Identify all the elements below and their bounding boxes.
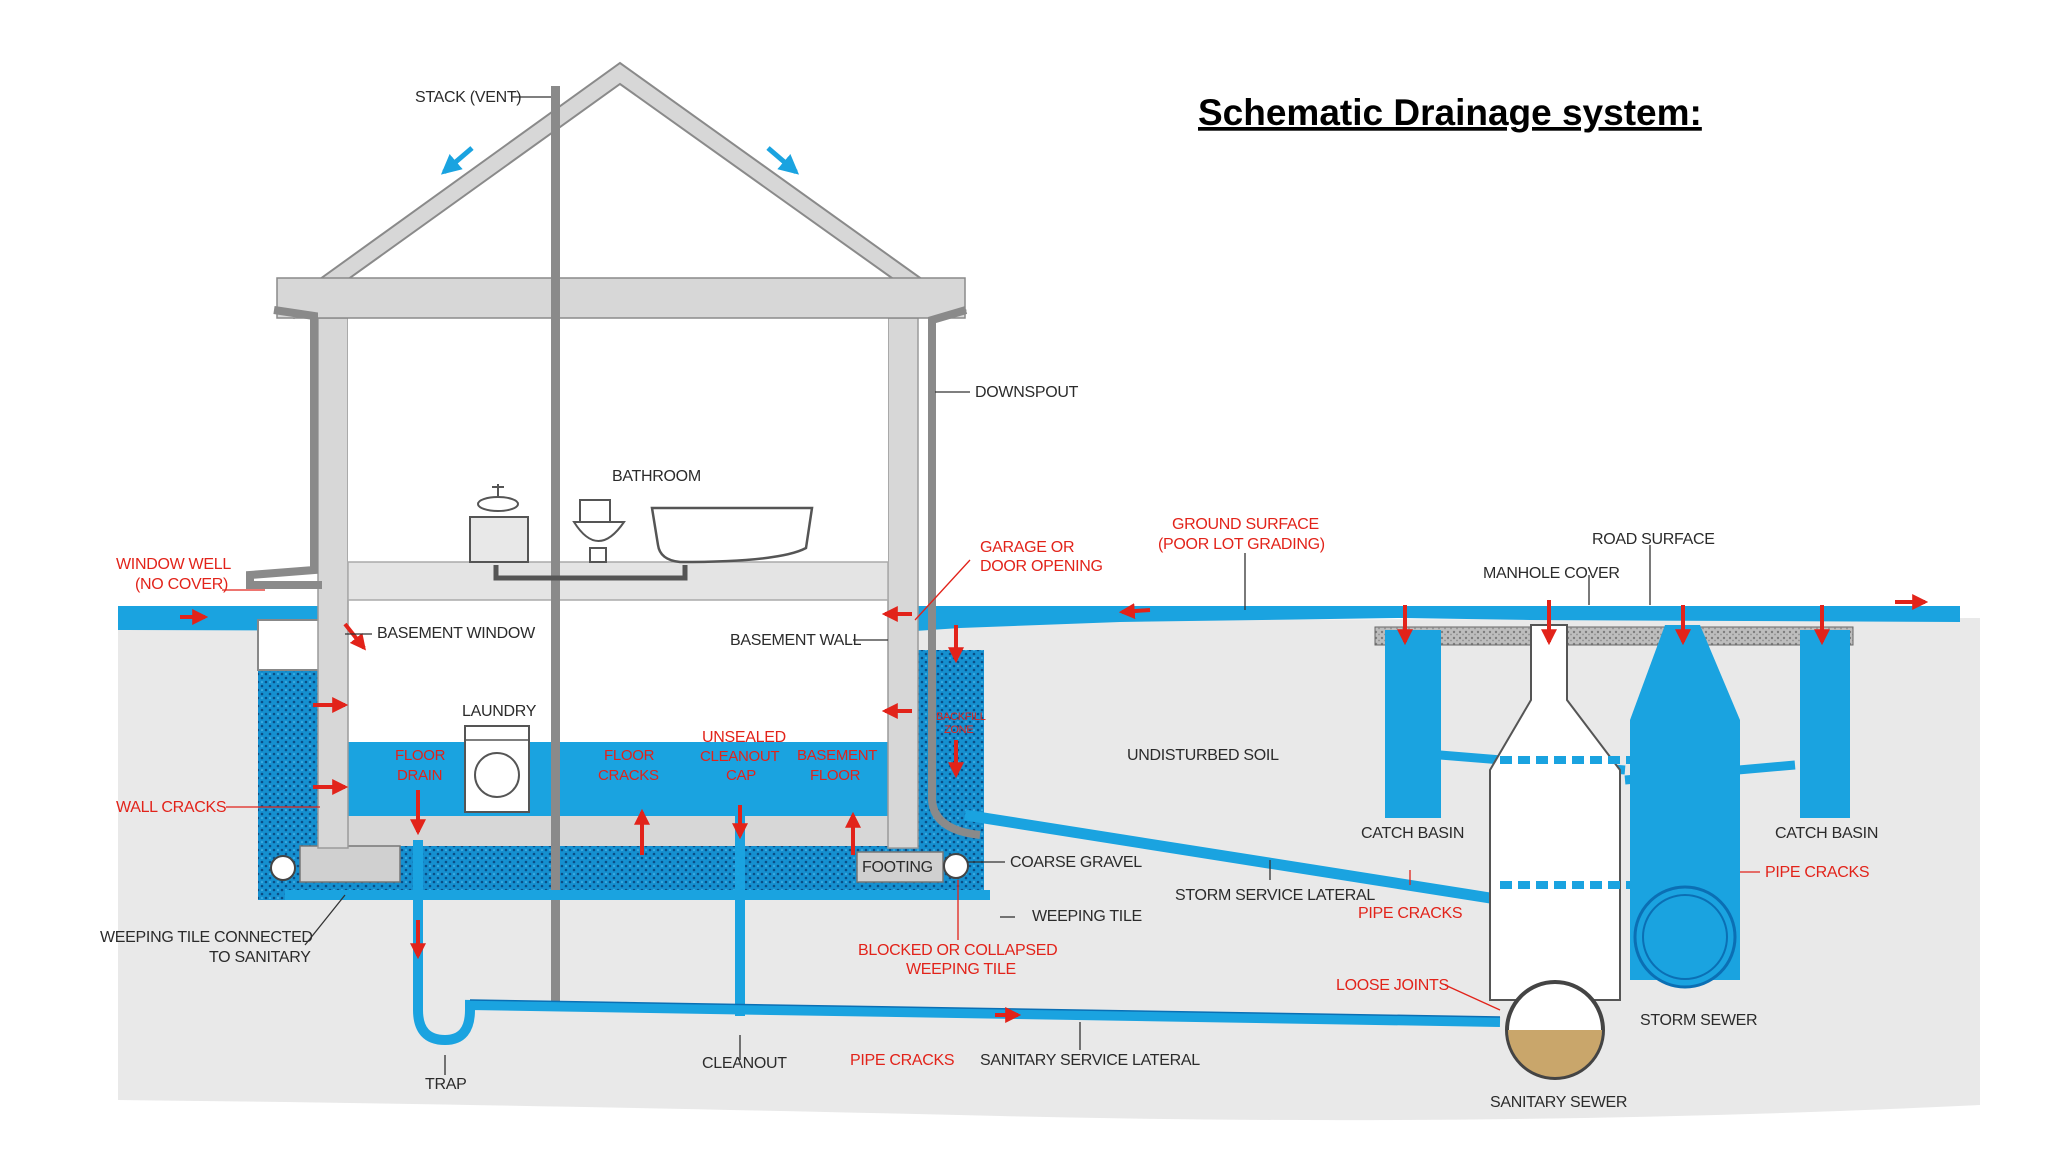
label-unsealed-3: CAP xyxy=(726,767,756,784)
label-basement-wall: BASEMENT WALL xyxy=(730,632,862,649)
label-weeping-sanitary-1: WEEPING TILE CONNECTED xyxy=(100,929,313,946)
window-well xyxy=(257,619,325,671)
label-backfill-2: ZONE xyxy=(944,724,973,736)
roof-runoff-arrows xyxy=(440,146,800,175)
road-surface xyxy=(1374,626,1854,646)
label-cleanout: CLEANOUT xyxy=(702,1055,787,1072)
label-weeping-tile: WEEPING TILE xyxy=(1032,908,1142,925)
bathroom-fixtures xyxy=(469,484,814,581)
label-basement-floor-1: BASEMENT xyxy=(797,747,877,764)
pipe-outline xyxy=(469,999,1501,1018)
label-wall-cracks: WALL CRACKS xyxy=(116,799,226,816)
label-floor-cracks-2: CRACKS xyxy=(598,767,659,784)
label-floor-drain-1: FLOOR xyxy=(395,747,446,764)
house-interior xyxy=(348,318,888,600)
basement-water xyxy=(326,742,912,816)
label-storm-lateral: STORM SERVICE LATERAL xyxy=(1175,887,1375,904)
label-blocked-1: BLOCKED OR COLLAPSED xyxy=(858,942,1057,959)
weeping-tile-left xyxy=(270,855,296,881)
storm-manhole xyxy=(1630,625,1740,980)
label-ground-1: GROUND SURFACE xyxy=(1172,516,1319,533)
label-coarse-gravel: COARSE GRAVEL xyxy=(1010,854,1142,871)
label-stack-vent: STACK (VENT) xyxy=(415,89,521,106)
sanitary-manhole xyxy=(1489,624,1621,1001)
label-footing: FOOTING xyxy=(862,859,933,876)
weeping-tile-right xyxy=(943,853,969,879)
sanitary-sewer-sediment xyxy=(1508,1030,1602,1077)
label-ground-2: (POOR LOT GRADING) xyxy=(1158,536,1325,553)
label-catch-basin-right: CATCH BASIN xyxy=(1775,825,1878,842)
label-blocked-2: WEEPING TILE xyxy=(906,961,1016,978)
stack-vent-pipe xyxy=(551,86,560,1001)
sanitary-pipes xyxy=(285,812,1501,1046)
label-unsealed-1: UNSEALED xyxy=(702,729,786,746)
label-basement-floor-2: FLOOR xyxy=(810,767,861,784)
leader-lines xyxy=(304,96,1651,1075)
label-sanitary-lateral: SANITARY SERVICE LATERAL xyxy=(980,1052,1200,1069)
downspout-left xyxy=(246,306,322,589)
label-manhole-cover: MANHOLE COVER xyxy=(1483,565,1620,582)
storm-sewer-inner xyxy=(1642,894,1728,980)
house-wall-right xyxy=(887,317,919,849)
label-bathroom: BATHROOM xyxy=(612,468,701,485)
label-weeping-sanitary-2: TO SANITARY xyxy=(209,949,311,966)
label-backfill-1: BACKFILL xyxy=(936,711,986,723)
label-storm-sewer: STORM SEWER xyxy=(1640,1012,1757,1029)
label-floor-cracks-1: FLOOR xyxy=(604,747,655,764)
label-catch-basin-left: CATCH BASIN xyxy=(1361,825,1464,842)
label-downspout: DOWNSPOUT xyxy=(975,384,1079,401)
label-window-well-1: WINDOW WELL xyxy=(116,556,231,573)
label-garage-1: GARAGE OR xyxy=(980,539,1074,556)
label-garage-2: DOOR OPENING xyxy=(980,558,1103,575)
label-window-well-2: (NO COVER) xyxy=(135,576,228,593)
footing-right xyxy=(856,851,944,883)
storm-lateral-pipe xyxy=(964,809,1491,904)
label-loose-joints: LOOSE JOINTS xyxy=(1336,977,1449,994)
storm-sewer-pipe xyxy=(1633,885,1737,989)
ceiling xyxy=(276,277,966,319)
label-sanitary-sewer: SANITARY SEWER xyxy=(1490,1094,1627,1111)
label-unsealed-2: CLEANOUT xyxy=(700,748,779,765)
label-undisturbed-soil: UNDISTURBED SOIL xyxy=(1127,747,1279,764)
label-basement-window: BASEMENT WINDOW xyxy=(377,625,536,642)
house-wall-left xyxy=(317,317,349,849)
diagram-title: Schematic Drainage system: xyxy=(1198,92,1702,133)
label-road-surface: ROAD SURFACE xyxy=(1592,531,1715,548)
leader-lines-red xyxy=(222,559,1760,1011)
label-laundry: LAUNDRY xyxy=(462,703,537,720)
label-trap: TRAP xyxy=(425,1076,466,1093)
catch-basin-left xyxy=(1385,630,1441,818)
catch-basin-right xyxy=(1800,630,1850,818)
label-pipe-cracks-bottom: PIPE CRACKS xyxy=(850,1052,954,1069)
downspout-right xyxy=(928,306,981,839)
label-floor-drain-2: DRAIN xyxy=(397,767,442,784)
footing-left xyxy=(299,845,401,883)
infiltration-arrows xyxy=(180,594,1929,1023)
label-pipe-cracks-storm: PIPE CRACKS xyxy=(1358,905,1462,922)
washing-machine xyxy=(464,725,530,813)
label-pipe-cracks-right: PIPE CRACKS xyxy=(1765,864,1869,881)
house-floor xyxy=(347,561,889,601)
